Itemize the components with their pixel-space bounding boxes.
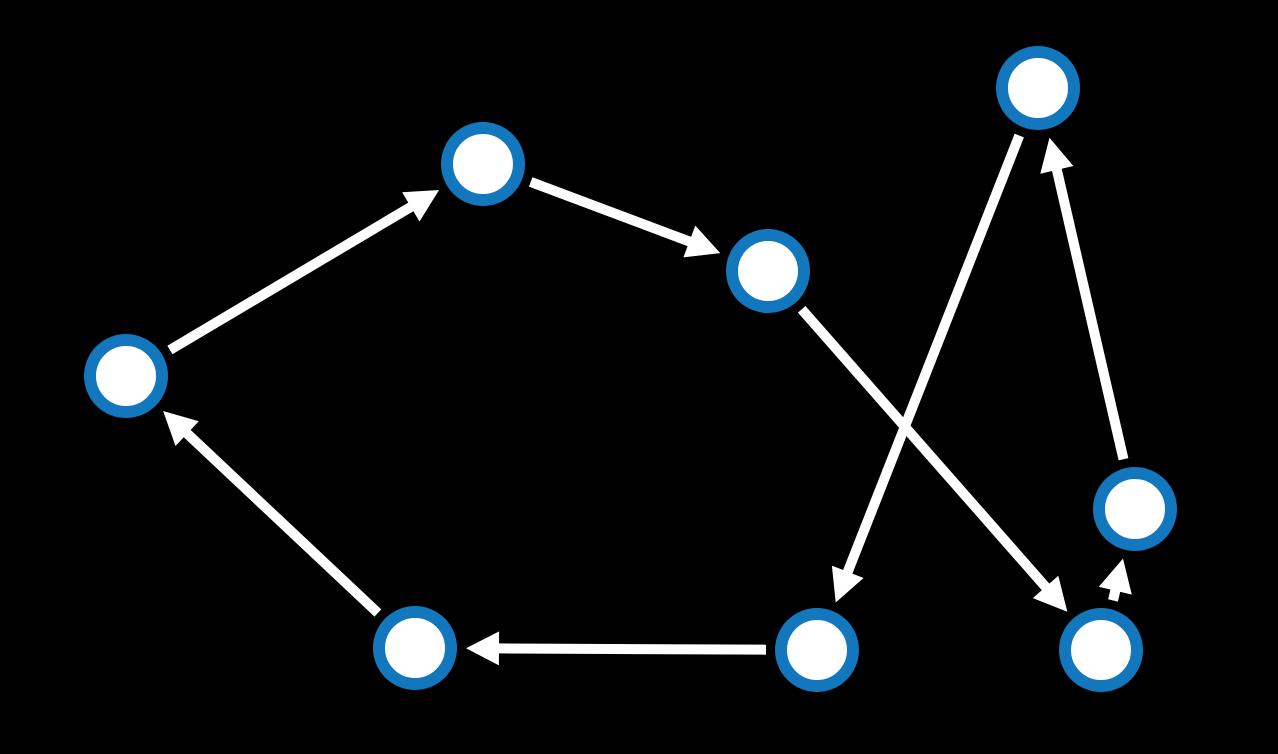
edge-arrowhead-icon [683,225,721,258]
edge-arrowhead-icon [402,190,440,222]
graph-node-top-right [996,46,1080,130]
graph-edge-bottom-left-to-left [163,411,382,617]
graph-node-bottom-left [373,606,457,690]
edge-arrowhead-icon [1032,575,1068,612]
graph-node-upper-left [441,122,525,206]
graph-node-bottom-right [1059,608,1143,692]
graph-node-left [84,334,168,418]
edge-shaft [167,201,416,355]
edge-arrowhead-icon [466,631,500,666]
graph-node-right [1093,467,1177,551]
edge-arrowhead-icon [163,411,199,446]
graph-node-bottom-middle [775,608,859,692]
graph-edge-middle-to-bottom-right [797,305,1068,612]
graph-edge-right-to-top-right [1040,137,1129,461]
graph-edge-left-to-upper-left [167,190,440,355]
graph-edge-bottom-right-to-right [1098,558,1132,602]
edge-shaft [1051,166,1129,461]
graph-node-middle [726,229,810,313]
edge-shaft [496,643,767,655]
edge-arrowhead-icon [1098,558,1132,595]
graph-edge-upper-left-to-middle [528,177,721,258]
edge-shaft [182,428,382,617]
edge-arrowhead-icon [831,565,864,603]
graph-edge-bottom-middle-to-bottom-left [466,631,767,666]
edge-shaft [842,133,1024,576]
edge-arrowhead-icon [1040,137,1074,174]
edge-shaft [528,177,693,247]
graph-edge-top-right-to-bottom-middle [831,133,1024,603]
edge-shaft [797,305,1051,592]
